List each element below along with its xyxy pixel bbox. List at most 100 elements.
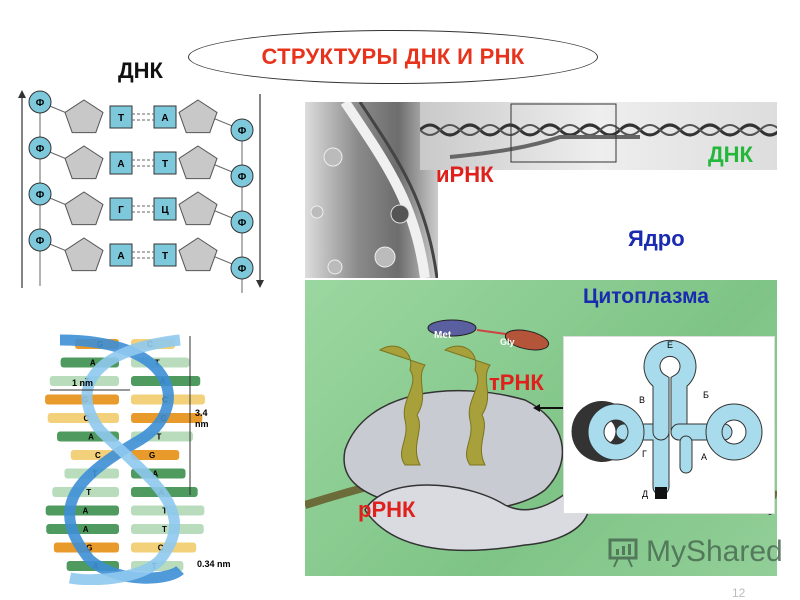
phosphate-left-label: Ф (36, 98, 45, 109)
helix-base-right-label: A (152, 470, 158, 479)
phosphate-right (230, 118, 254, 142)
helix-base-left-label: A (90, 359, 96, 368)
base-right-label: А (161, 113, 168, 124)
helix-base-right-label: T (162, 507, 167, 516)
base-left-label: Г (118, 205, 124, 216)
sugar-left (64, 99, 104, 134)
dna-heading: ДНК (118, 58, 163, 83)
trna-cloverleaf-diagram: Е В Б Г А Д (563, 336, 775, 514)
base-right (153, 243, 177, 267)
phosphate-left-label: Ф (36, 190, 45, 201)
base-left-label: А (117, 159, 124, 170)
helix-base-left (47, 413, 119, 423)
phosphate-left-label: Ф (36, 144, 45, 155)
sugar-right (178, 145, 218, 180)
trna-label-bottom-left: Г (642, 449, 647, 459)
mrna-label: иРНК (436, 162, 494, 187)
dna-label-green: ДНК (708, 142, 753, 167)
base-left-label: Т (118, 113, 124, 124)
sugar-right (178, 191, 218, 226)
trna-molecule-1 (378, 345, 426, 466)
met-label: Met (434, 330, 452, 341)
phosphate-left-label: Ф (36, 236, 45, 247)
trna-molecule-2 (443, 345, 491, 466)
helix-base-left-label: C (83, 414, 89, 423)
watermark-text: MyShared (646, 535, 783, 568)
arrow-up-head (18, 90, 26, 98)
rrna-label: рРНК (358, 497, 416, 522)
trna-label-top: Е (667, 340, 674, 350)
gly-amino-acid (504, 329, 550, 351)
base-right (153, 197, 177, 221)
base-right (153, 151, 177, 175)
sugar-left (64, 145, 104, 180)
helix-base-right (131, 524, 204, 534)
trna-label: тРНК (489, 370, 544, 395)
helix-base-right-label: T (162, 525, 167, 534)
watermark: MyShared (606, 535, 783, 569)
base-right-label: Т (162, 159, 168, 170)
acceptor-end (655, 487, 667, 499)
base-left-label: А (117, 251, 124, 262)
phosphate-left (28, 136, 52, 160)
helix-base-right-label: C (158, 544, 164, 553)
helix-base-left (46, 524, 119, 534)
step-label: 0.34 nm (197, 559, 230, 569)
phosphate-right (230, 164, 254, 188)
base-right-label: Ц (161, 205, 169, 216)
arrow-down-head (256, 280, 264, 288)
base-left (109, 151, 133, 175)
base-pair-row: Т А Ф Ф (28, 90, 254, 176)
pitch-label-unit: nm (195, 419, 209, 429)
base-right (153, 105, 177, 129)
base-pair-row: А Т Ф Ф (28, 136, 254, 222)
phosphate-right-label: Ф (238, 218, 247, 229)
phosphate-right (230, 210, 254, 234)
base-pair-row: Г Ц Ф Ф (28, 182, 254, 268)
phosphate-right-label: Ф (238, 264, 247, 275)
sugar-left (64, 237, 104, 272)
transcription-image (420, 102, 777, 170)
trna-label-stem-end: Д (642, 489, 649, 499)
helix-strand-2 (68, 334, 181, 585)
phosphate-left (28, 90, 52, 114)
helix-base-left-label: A (82, 507, 88, 516)
phosphate-left (28, 228, 52, 252)
helix-base-left (49, 376, 119, 386)
cytoplasm-label: Цитоплазма (583, 285, 709, 308)
helix-base-right-label: T (157, 433, 162, 442)
helix-base-right-label: G (149, 451, 155, 460)
presentation-icon (608, 538, 638, 568)
base-left (109, 105, 133, 129)
pitch-label-value: 3.4 (195, 408, 208, 418)
base-left (109, 197, 133, 221)
helix-base-left-label: A (83, 525, 89, 534)
phosphate-left (28, 182, 52, 206)
slide-number: 12 (732, 586, 746, 600)
helix-base-left-label: C (95, 451, 101, 460)
base-left (109, 243, 133, 267)
helix-base-left-label: G (86, 544, 92, 553)
phosphate-right (230, 256, 254, 280)
trna-label-bottom-right: А (701, 452, 708, 462)
slide-title: СТРУКТУРЫ ДНК И РНК (261, 44, 525, 69)
nucleus-label: Ядро (628, 226, 685, 251)
width-label: 1 nm (72, 378, 93, 388)
title-ellipse (188, 30, 598, 84)
sugar-right (178, 237, 218, 272)
met-amino-acid (427, 319, 477, 337)
trna-label-left: В (639, 395, 646, 405)
gly-label: Gly (500, 337, 515, 347)
phosphate-right-label: Ф (238, 172, 247, 183)
helix-base-left (45, 505, 119, 516)
trna-label-right: Б (703, 390, 709, 400)
sugar-left (64, 191, 104, 226)
